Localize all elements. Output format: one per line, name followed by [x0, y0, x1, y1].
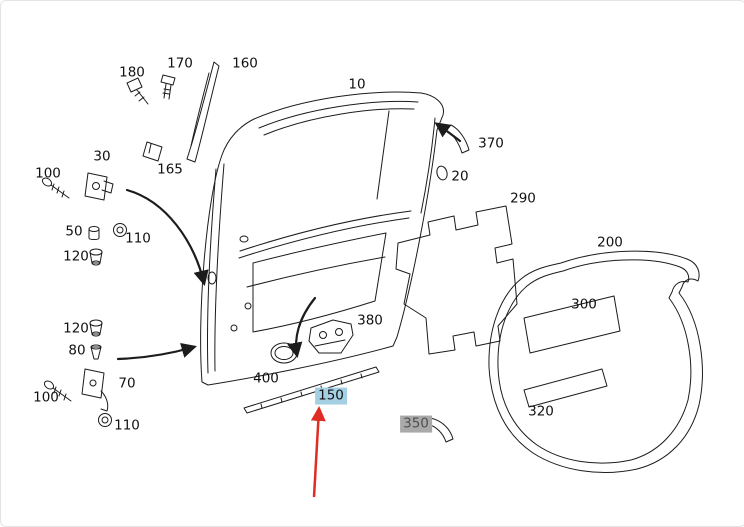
- lower-hinge-drawing: [43, 319, 112, 427]
- label-part-320[interactable]: 320: [528, 403, 554, 420]
- screw-180-drawing: [126, 77, 149, 105]
- label-part-110-lower[interactable]: 110: [114, 417, 140, 434]
- label-part-170[interactable]: 170: [167, 55, 193, 72]
- door-seal-200-drawing: [488, 250, 703, 473]
- nut-20-drawing: [436, 165, 448, 181]
- pointer-arrow: [310, 406, 326, 498]
- label-part-110-upper[interactable]: 110: [125, 230, 151, 247]
- bolt-170-drawing: [160, 74, 176, 100]
- label-part-160[interactable]: 160: [232, 55, 258, 72]
- label-part-10[interactable]: 10: [348, 76, 366, 93]
- label-part-165[interactable]: 165: [157, 161, 183, 178]
- bracket-380-drawing: [308, 319, 354, 354]
- label-part-380[interactable]: 380: [357, 312, 383, 329]
- label-part-100-upper[interactable]: 100: [35, 165, 61, 182]
- label-part-400[interactable]: 400: [253, 370, 279, 387]
- label-part-150[interactable]: 150: [315, 387, 347, 405]
- label-part-70[interactable]: 70: [118, 375, 136, 392]
- label-part-370[interactable]: 370: [478, 135, 504, 152]
- label-part-50[interactable]: 50: [65, 223, 83, 240]
- pad-320-drawing: [523, 368, 608, 408]
- label-part-30[interactable]: 30: [93, 148, 111, 165]
- label-part-200[interactable]: 200: [597, 234, 623, 251]
- label-part-350[interactable]: 350: [400, 415, 432, 433]
- label-part-300[interactable]: 300: [571, 296, 597, 313]
- upper-hinge-drawing: [41, 172, 127, 266]
- clip-350-drawing: [426, 417, 454, 443]
- pad-300-drawing: [523, 295, 621, 354]
- label-part-180[interactable]: 180: [119, 64, 145, 81]
- foil-290-drawing: [395, 205, 518, 355]
- label-part-20[interactable]: 20: [451, 168, 469, 185]
- label-part-120-lower[interactable]: 120: [63, 320, 89, 337]
- label-part-100-lower[interactable]: 100: [33, 389, 59, 406]
- label-part-120-upper[interactable]: 120: [63, 248, 89, 265]
- leader-arrows: [116, 122, 462, 361]
- label-part-80[interactable]: 80: [68, 342, 86, 359]
- pillar-trim-drawing: [142, 61, 220, 163]
- label-part-290[interactable]: 290: [510, 190, 536, 207]
